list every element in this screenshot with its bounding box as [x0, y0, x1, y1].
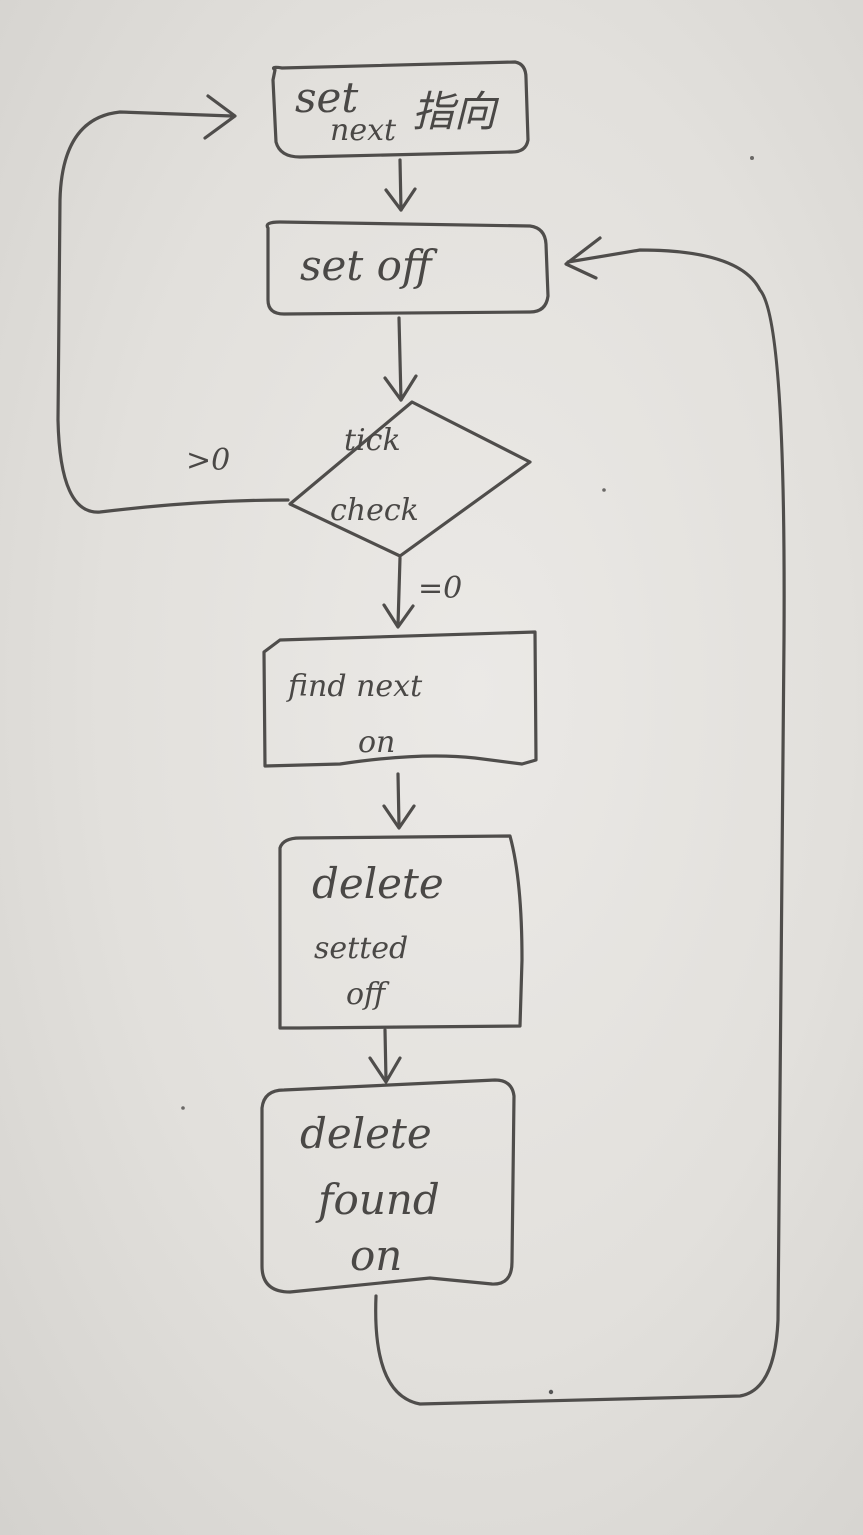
node-find-next-on-line2: on [358, 725, 395, 760]
node-find-next-on: find next on [262, 630, 538, 768]
edge-label-gt-zero: >0 [186, 443, 230, 478]
node-delete-setted-off-line3: off [346, 977, 390, 1012]
node-delete-setted-off-line1: delete [312, 859, 444, 908]
speck [548, 1389, 554, 1395]
arrow-decision-to-findnext: =0 [382, 556, 462, 629]
node-set-next-sublabel: next [330, 113, 397, 148]
node-delete-setted-off-box [278, 834, 524, 1030]
node-delete-found-on-line2: found [315, 1175, 440, 1224]
node-delete-found-on-line1: delete [300, 1109, 432, 1158]
node-delete-found-on-line3: on [350, 1231, 402, 1280]
node-set-off-box [265, 220, 550, 316]
arrow-setoff-to-decision [383, 316, 418, 402]
speck [181, 1106, 185, 1110]
speck [750, 156, 754, 160]
arrow-start-to-setoff [384, 158, 417, 212]
node-delete-setted-off: delete setted off [278, 834, 524, 1030]
node-tick-check-line2: check [330, 493, 419, 528]
node-set-next-label: set [295, 73, 358, 122]
node-set-off-label: set off [300, 241, 438, 290]
node-set-next-chinese: 指向 [412, 87, 500, 136]
node-set-off: set off [265, 220, 550, 316]
loop-gt-zero: >0 [56, 94, 290, 514]
node-set-next: set next 指向 [271, 60, 530, 159]
node-tick-check: tick check [288, 400, 532, 558]
arrow-deletesetted-to-deletefound [368, 1028, 402, 1084]
node-set-next-box [271, 60, 530, 159]
speck [602, 488, 606, 492]
node-find-next-on-line1: find next [286, 669, 423, 704]
node-find-next-on-box [262, 630, 538, 768]
arrow-findnext-to-deletesetted [382, 772, 416, 830]
node-delete-found-on: delete found on [260, 1078, 516, 1294]
node-delete-found-on-box [260, 1078, 516, 1294]
node-delete-setted-off-line2: setted [314, 931, 408, 966]
loop-back-to-setoff [374, 236, 786, 1406]
edge-label-eq-zero: =0 [418, 571, 462, 606]
node-tick-check-diamond [288, 400, 532, 558]
node-tick-check-line1: tick [344, 423, 401, 458]
